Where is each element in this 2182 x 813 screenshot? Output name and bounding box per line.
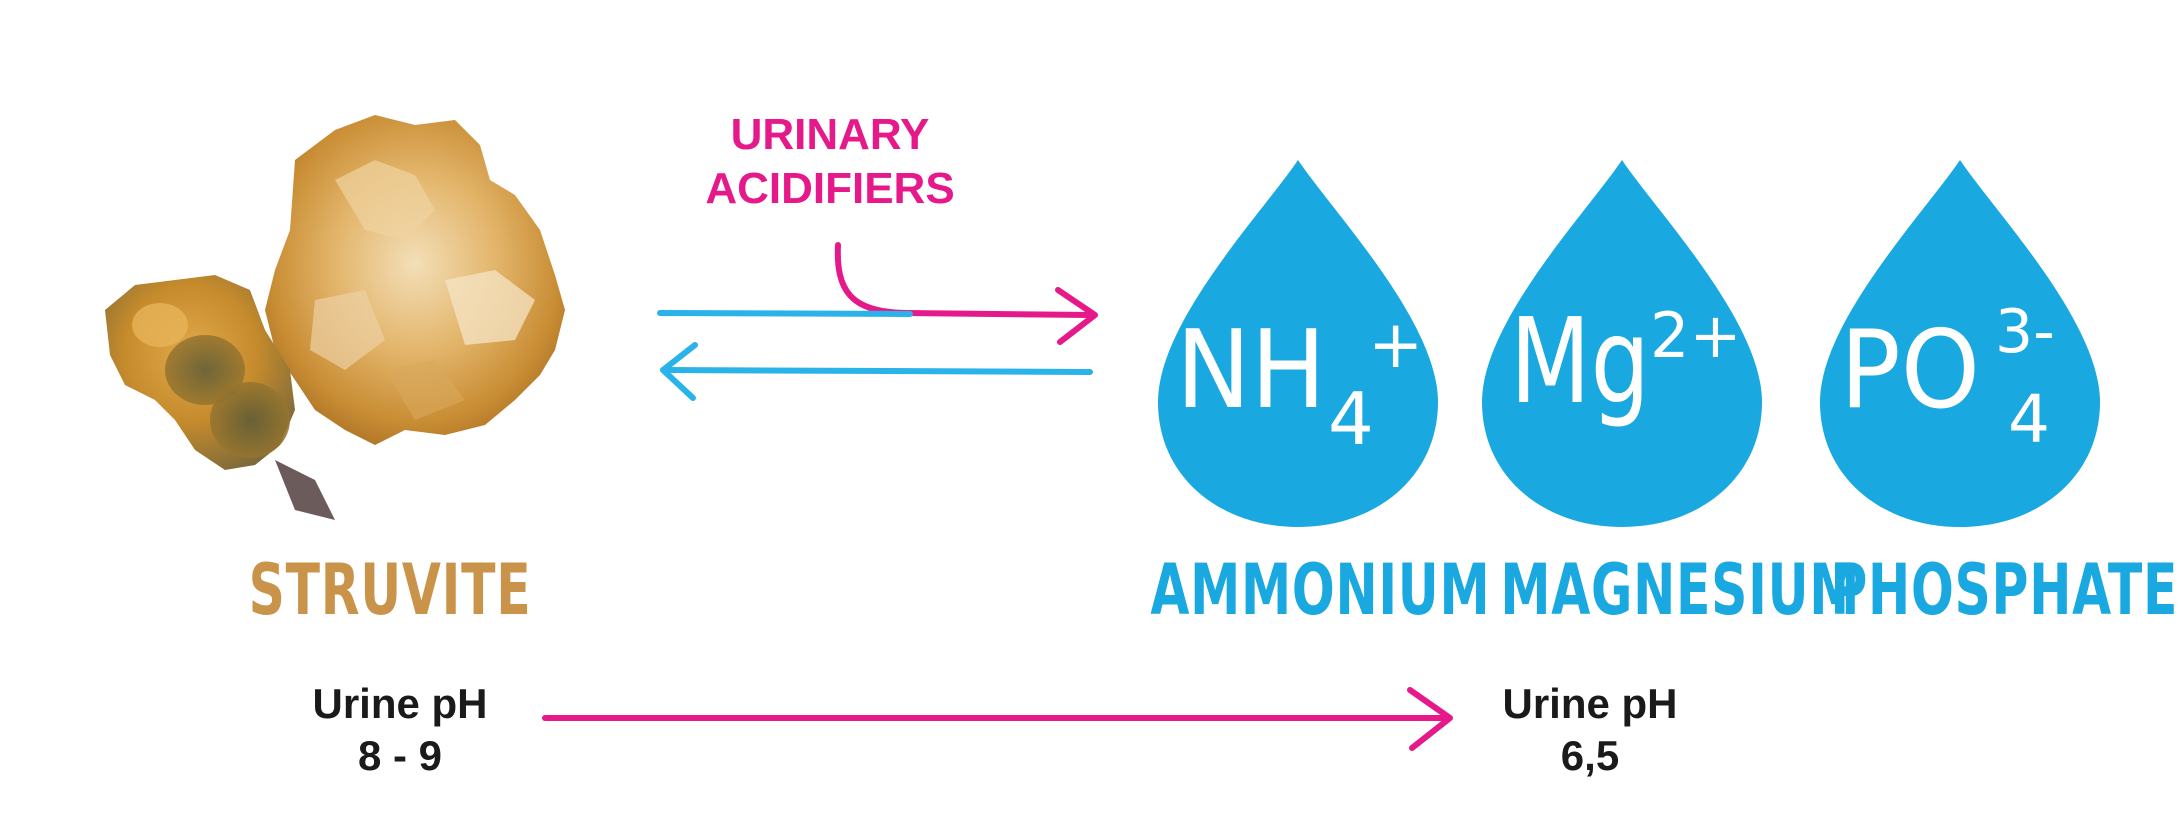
phosphate-symbol-main: PO [1840, 308, 1980, 433]
phosphate-drop: PO 3- 4 [1820, 160, 2100, 527]
urine-ph-end-label: Urine pH [1502, 680, 1678, 727]
ammonium-label: AMMONIUM [1150, 549, 1491, 631]
urine-ph-start: Urine pH 8 - 9 [250, 678, 550, 782]
phosphate-subscript: 4 [2008, 381, 2050, 458]
ammonium-drop: NH 4 + [1158, 160, 1438, 527]
urine-ph-end: Urine pH 6,5 [1440, 678, 1740, 782]
struvite-crystal-image [105, 115, 565, 520]
magnesium-label: MAGNESIUM [1500, 549, 1861, 631]
phosphate-label: PHOSPHATE [1830, 549, 2179, 631]
magnesium-superscript: 2+ [1650, 299, 1741, 372]
acidifier-pink-arrow [834, 242, 1093, 318]
urine-ph-start-value: 8 - 9 [357, 732, 443, 779]
acidifier-line-2: ACIDIFIERS [705, 164, 955, 213]
ammonium-superscript: + [1368, 306, 1423, 383]
urine-ph-start-label: Urine pH [312, 680, 488, 727]
magnesium-symbol-main: Mg [1510, 292, 1650, 430]
ammonium-subscript: 4 [1328, 377, 1374, 461]
acidifier-line-1: URINARY [730, 110, 930, 159]
urine-ph-end-value: 6,5 [1560, 732, 1620, 779]
magnesium-drop: Mg 2+ [1482, 160, 1762, 527]
phosphate-superscript: 3- [1995, 297, 2055, 367]
ammonium-symbol-main: NH [1176, 308, 1326, 433]
urinary-acidifiers-label: URINARY ACIDIFIERS [660, 108, 1000, 216]
forward-blue-line [657, 310, 913, 317]
backward-blue-arrow [662, 367, 1093, 375]
struvite-label: STRUVITE [248, 549, 532, 631]
